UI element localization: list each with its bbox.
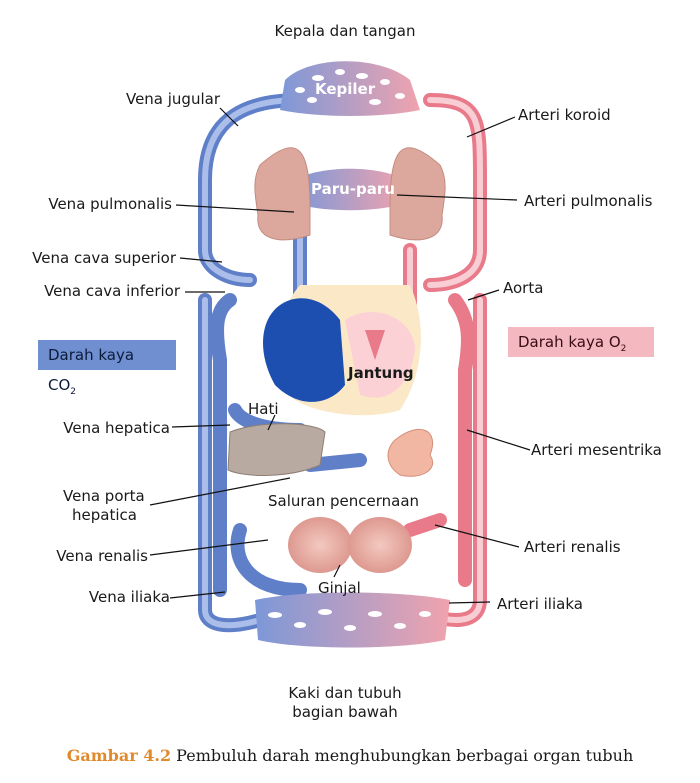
legend-co2: Darah kaya CO2 — [38, 340, 176, 397]
legend-o2-sub: 2 — [620, 344, 627, 354]
top-label: Kepala dan tangan — [274, 22, 416, 40]
label-aorta: Aorta — [503, 279, 544, 297]
label-vena-pulmonalis: Vena pulmonalis — [48, 195, 172, 213]
label-arteri-koroid: Arteri koroid — [518, 106, 611, 124]
legend-co2-text: Darah kaya CO — [48, 346, 135, 394]
label-arteri-pulmonalis: Arteri pulmonalis — [524, 192, 653, 210]
caption-text: Pembuluh darah menghubungkan berbagai or… — [176, 746, 634, 765]
lung-capillary-bed — [295, 168, 405, 211]
legend-co2-sub: 2 — [70, 387, 77, 397]
legend-o2-text: Darah kaya O — [518, 333, 621, 351]
heart — [263, 285, 421, 416]
label-arteri-iliaka: Arteri iliaka — [497, 595, 583, 613]
label-vena-cava-superior: Vena cava superior — [32, 249, 176, 267]
organ-label-paru: Paru-paru — [311, 180, 395, 198]
liver — [227, 423, 326, 476]
bottom-label-line1: Kaki dan tubuh — [288, 684, 402, 702]
legend-o2: Darah kaya O2 — [508, 327, 654, 357]
right-kidney — [348, 517, 412, 573]
intestine — [387, 428, 434, 477]
organ-label-saluran: Saluran pencernaan — [268, 492, 420, 510]
bottom-label-line2: bagian bawah — [292, 703, 398, 721]
organ-label-kepiler: Kepiler — [315, 80, 376, 98]
label-arteri-mesentrika: Arteri mesentrika — [531, 441, 662, 459]
lower-capillary-bed — [255, 592, 450, 648]
label-vena-cava-inferior: Vena cava inferior — [44, 282, 180, 300]
label-arteri-renalis: Arteri renalis — [524, 538, 621, 556]
label-vena-hepatica: Vena hepatica — [63, 419, 170, 437]
leader-lines — [149, 107, 531, 604]
label-vena-porta-2: hepatica — [72, 506, 137, 524]
organ-label-jantung: Jantung — [348, 364, 414, 382]
left-kidney — [288, 517, 352, 573]
organ-label-ginjal: Ginjal — [318, 579, 361, 597]
organ-label-hati: Hati — [248, 400, 279, 418]
label-vena-iliaka: Vena iliaka — [88, 588, 170, 606]
left-lung — [254, 147, 311, 241]
label-vena-renalis: Vena renalis — [56, 547, 148, 565]
head-capillary-bed — [280, 61, 420, 116]
caption-figure-number: Gambar 4.2 — [66, 746, 172, 765]
figure-caption: Gambar 4.2 Pembuluh darah menghubungkan … — [0, 746, 700, 765]
label-vena-porta-1: Vena porta — [63, 487, 145, 505]
right-lung — [389, 147, 446, 241]
label-vena-jugular: Vena jugular — [125, 90, 220, 108]
